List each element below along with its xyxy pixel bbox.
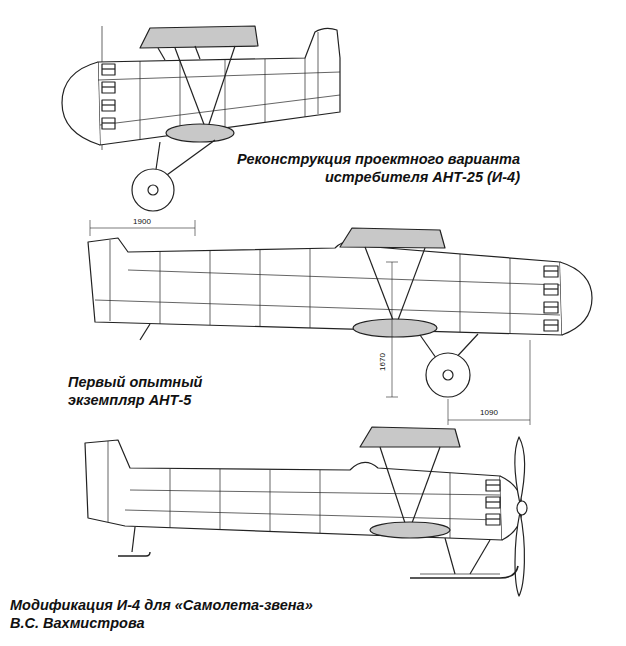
figure-caption: Реконструкция проектного варианта истреб…	[200, 150, 520, 186]
dimension-value: 1090	[479, 408, 499, 417]
dimension-value: 1900	[132, 217, 152, 226]
plane-i4-zveno	[85, 427, 527, 596]
dimension-value: 1670	[378, 352, 387, 372]
propeller	[515, 437, 527, 596]
figure-caption: Модификация И-4 для «Самолета-звена» В.С…	[10, 596, 330, 632]
engine-cylinders	[102, 64, 115, 129]
plane-ant25-project	[62, 26, 340, 211]
figure-caption: Первый опытный экземпляр АНТ-5	[68, 373, 248, 409]
engine-cylinders	[486, 480, 500, 525]
engine-cylinders	[544, 266, 558, 331]
